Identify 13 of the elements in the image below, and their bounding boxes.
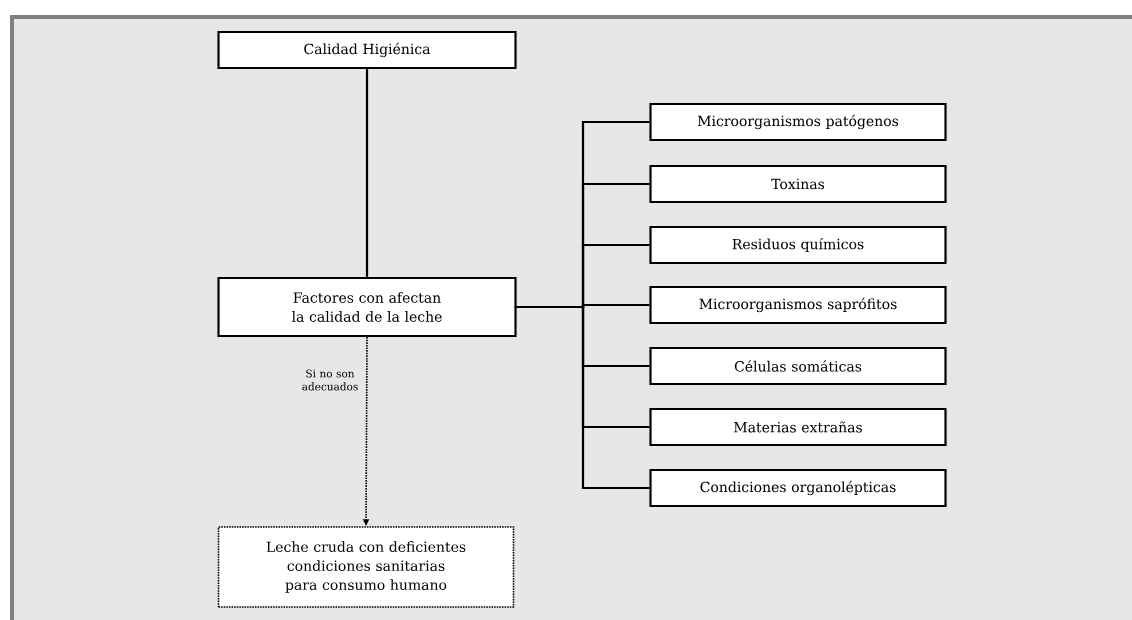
process-box: Materias extrañas [649, 407, 947, 447]
process-box: Células somáticas [649, 346, 947, 386]
connector-line [365, 69, 369, 277]
process-box: Factores con afectan la calidad de la leche [217, 276, 517, 338]
process-box: Microorganismos patógenos [649, 102, 947, 142]
process-box: Toxinas [649, 164, 947, 204]
process-box: Residuos químicos [649, 225, 947, 265]
process-box: Calidad Higiénica [217, 30, 517, 70]
outcome-box: Leche cruda con deficientes condiciones sanitarias para consumo humano [217, 526, 515, 608]
process-box: Condiciones organolépticas [649, 468, 947, 508]
process-box: Microorganismos saprófitos [649, 285, 947, 325]
connector-line [516, 305, 650, 490]
edge-label: Si no son adecuados [302, 369, 358, 391]
